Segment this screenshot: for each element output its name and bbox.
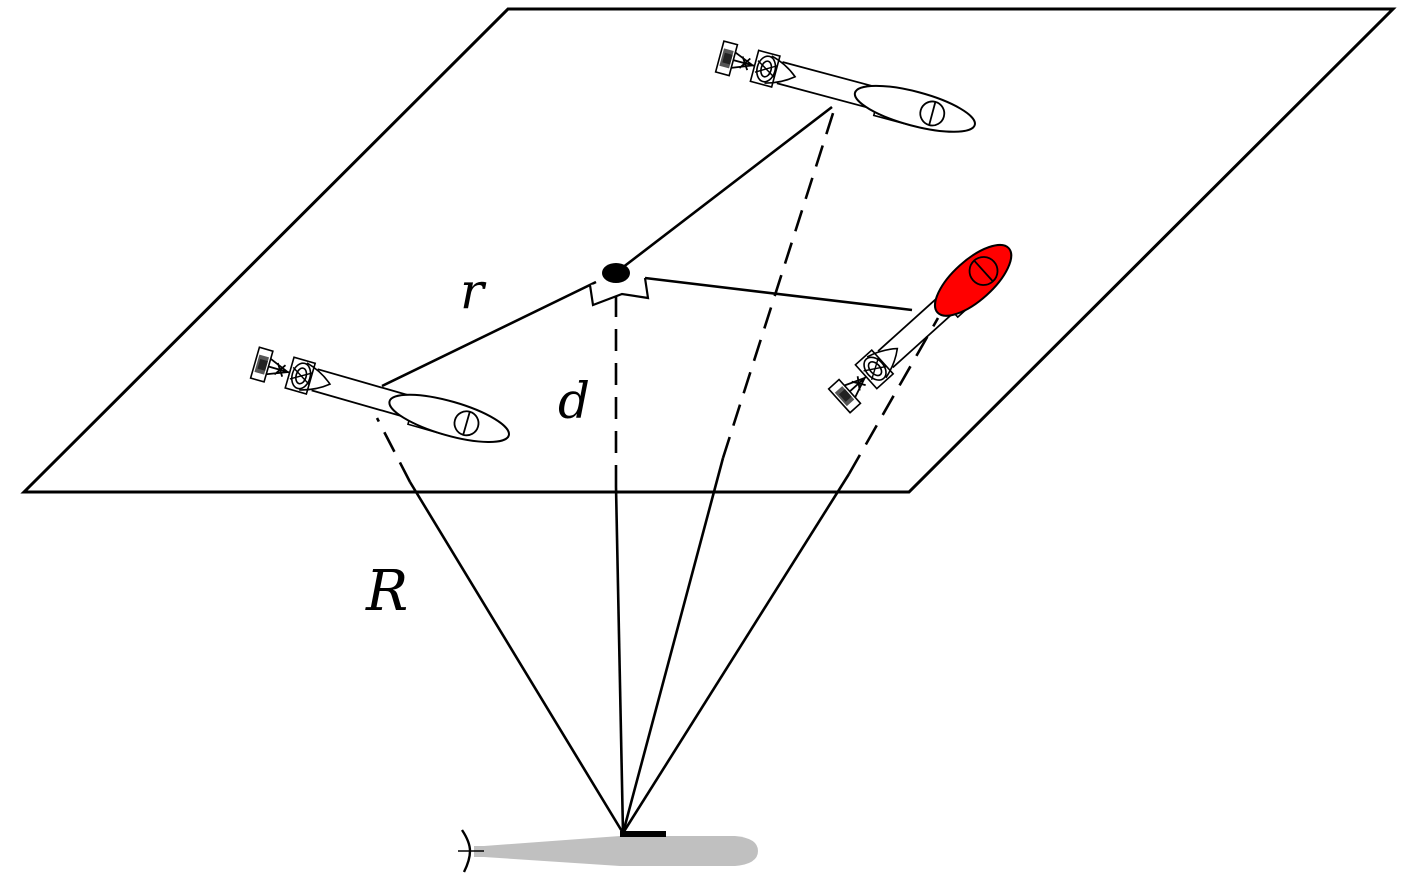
slant-range-label: R (365, 559, 408, 624)
sonobuoy-icon-left (249, 345, 515, 453)
dashed-projection-lines (375, 106, 940, 487)
sonobuoy-icon-highlighted (827, 243, 1013, 414)
sonobuoy-icon-top (714, 39, 981, 143)
center-point-icon (588, 263, 650, 307)
slant-range-lines (408, 457, 851, 834)
depth-label: d (558, 372, 590, 430)
horizontal-range-lines (381, 105, 913, 388)
submarine-icon (458, 829, 758, 873)
horizontal-range-label: r (460, 262, 487, 320)
surface-plane (20, 7, 1397, 494)
